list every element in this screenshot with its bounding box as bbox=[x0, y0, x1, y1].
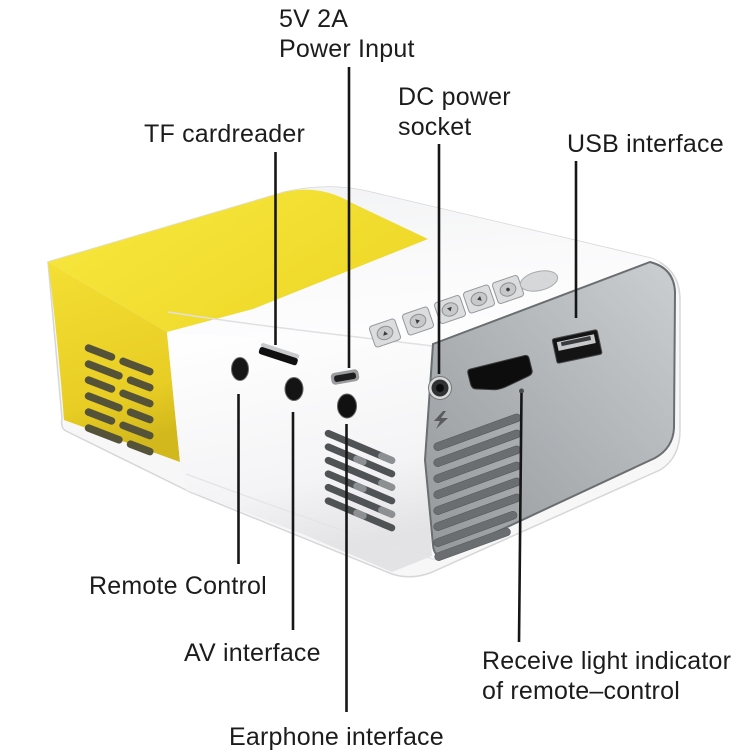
label-tf-cardreader: TF cardreader bbox=[144, 120, 305, 148]
dc-power-socket bbox=[428, 376, 452, 400]
lid-seam bbox=[167, 311, 434, 347]
micro-usb-port bbox=[330, 369, 360, 385]
side-vent-grille bbox=[433, 413, 521, 561]
label-power-input: 5V 2A Power Input bbox=[279, 4, 415, 64]
base-seam bbox=[185, 473, 437, 561]
control-buttons bbox=[368, 270, 559, 348]
right-side-panel bbox=[423, 260, 677, 558]
power-button bbox=[519, 270, 559, 292]
av-jack bbox=[284, 377, 304, 401]
left-vent-grille bbox=[84, 344, 154, 456]
ir-receiver bbox=[231, 357, 249, 381]
label-receive-indicator-line1: Receive light indicator bbox=[482, 647, 732, 675]
earphone-jack bbox=[337, 393, 357, 419]
front-face bbox=[167, 333, 433, 572]
remote-receive-led bbox=[519, 388, 524, 394]
yellow-side-panel bbox=[48, 262, 180, 462]
label-av-interface: AV interface bbox=[184, 639, 321, 667]
label-earphone-interface: Earphone interface bbox=[229, 723, 444, 751]
hdmi-port bbox=[467, 354, 533, 391]
leader-lines bbox=[237, 67, 578, 712]
label-dc-socket-line2: socket bbox=[398, 113, 472, 141]
label-remote-control: Remote Control bbox=[89, 572, 267, 600]
label-usb-interface: USB interface bbox=[567, 130, 724, 158]
label-power-input-line1: 5V 2A bbox=[279, 5, 349, 33]
label-receive-indicator-line2: of remote–control bbox=[482, 677, 680, 705]
usb-port bbox=[551, 329, 603, 364]
charge-lightning-icon bbox=[434, 411, 448, 429]
label-receive-indicator: Receive light indicator of remote–contro… bbox=[482, 646, 731, 706]
front-vent-grille bbox=[324, 429, 396, 532]
leader-line-receive-indicator bbox=[517, 392, 523, 643]
label-power-input-line2: Power Input bbox=[279, 35, 415, 63]
label-dc-socket-line1: DC power bbox=[398, 83, 511, 111]
label-dc-socket: DC power socket bbox=[398, 82, 511, 142]
yellow-lid bbox=[48, 189, 428, 332]
tf-card-slot bbox=[258, 343, 300, 366]
